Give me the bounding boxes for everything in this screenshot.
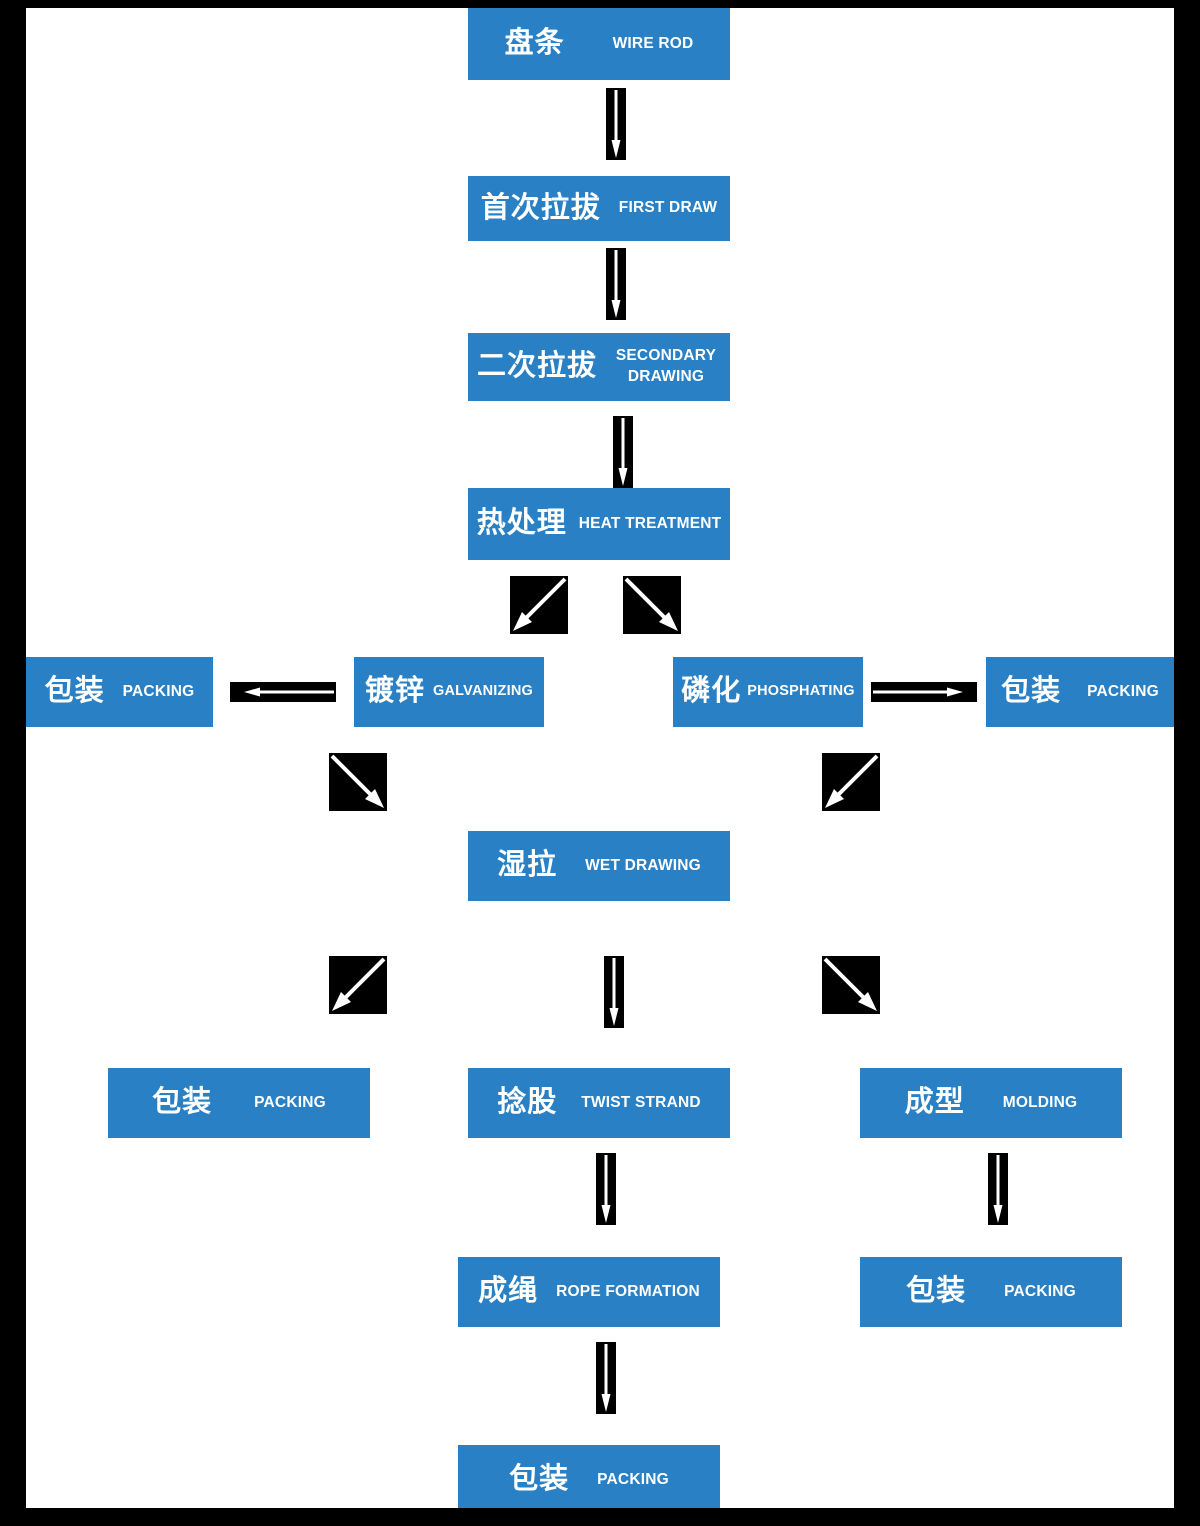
node-packing-right-2[interactable]: 包装 PACKING — [860, 1257, 1122, 1327]
node-packing-left-2-cn: 包装 — [152, 1086, 213, 1119]
node-secondary-draw-cn: 二次拉拔 — [476, 350, 597, 383]
arrow-heat-treatment-to-phosphating — [623, 576, 681, 634]
node-heat-treatment-cn: 热处理 — [476, 507, 567, 540]
node-molding-cn: 成型 — [904, 1086, 965, 1119]
node-first-draw-en: FIRST DRAW — [618, 199, 718, 217]
node-packing-right-1[interactable]: 包装 PACKING — [986, 657, 1174, 727]
arrow-wet-drawing-to-packing — [329, 956, 387, 1014]
node-packing-right-1-cn: 包装 — [1001, 675, 1062, 708]
node-packing-right-1-en: PACKING — [1087, 682, 1159, 700]
node-galvanizing-en: GALVANIZING — [433, 683, 533, 700]
arrow-phosphating-to-wet-drawing — [822, 753, 880, 811]
node-packing-right-2-cn: 包装 — [906, 1275, 967, 1308]
node-twist-strand-en: TWIST STRAND — [581, 1093, 701, 1111]
node-heat-treatment-en: HEAT TREATMENT — [578, 514, 722, 532]
node-first-draw-cn: 首次拉拔 — [480, 191, 601, 224]
node-twist-strand[interactable]: 捻股 TWIST STRAND — [468, 1068, 730, 1138]
node-packing-bottom[interactable]: 包装 PACKING — [458, 1445, 720, 1508]
node-molding[interactable]: 成型 MOLDING — [860, 1068, 1122, 1138]
node-secondary-draw-en: SECONDARY DRAWING — [615, 347, 717, 385]
node-packing-left-2[interactable]: 包装 PACKING — [108, 1068, 370, 1138]
arrow-phosphating-to-packing — [871, 682, 977, 702]
node-packing-left-1[interactable]: 包装 PACKING — [26, 657, 213, 727]
arrow-wet-drawing-to-molding — [822, 956, 880, 1014]
node-secondary-draw[interactable]: 二次拉拔 SECONDARY DRAWING — [468, 333, 730, 401]
node-rope-formation-cn: 成绳 — [478, 1275, 539, 1308]
arrow-heat-treatment-to-galvanizing — [510, 576, 568, 634]
node-packing-bottom-cn: 包装 — [509, 1463, 570, 1496]
node-packing-left-1-cn: 包装 — [44, 675, 105, 708]
node-galvanizing[interactable]: 镀锌 GALVANIZING — [354, 657, 544, 727]
node-twist-strand-cn: 捻股 — [497, 1086, 558, 1119]
arrow-twist-strand-to-rope-formation — [596, 1153, 616, 1225]
arrow-galvanizing-to-wet-drawing — [329, 753, 387, 811]
arrow-wire-rod-to-first-draw — [606, 88, 626, 160]
node-phosphating-en: PHOSPHATING — [747, 683, 855, 700]
node-wire-rod-cn: 盘条 — [504, 27, 565, 60]
node-rope-formation-en: ROPE FORMATION — [556, 1282, 700, 1300]
diagram-page: 盘条 WIRE ROD 首次拉拔 FIRST DRAW 二次拉拔 SECONDA… — [26, 8, 1174, 1508]
node-rope-formation[interactable]: 成绳 ROPE FORMATION — [458, 1257, 720, 1327]
node-molding-en: MOLDING — [1002, 1093, 1078, 1111]
node-wet-drawing[interactable]: 湿拉 WET DRAWING — [468, 831, 730, 901]
node-heat-treatment[interactable]: 热处理 HEAT TREATMENT — [468, 488, 730, 560]
node-first-draw[interactable]: 首次拉拔 FIRST DRAW — [468, 176, 730, 241]
arrow-molding-to-packing — [988, 1153, 1008, 1225]
node-phosphating-cn: 磷化 — [681, 675, 742, 708]
node-wire-rod[interactable]: 盘条 WIRE ROD — [468, 8, 730, 80]
arrow-rope-formation-to-packing — [596, 1342, 616, 1414]
node-galvanizing-cn: 镀锌 — [365, 675, 426, 708]
arrow-first-draw-to-secondary-draw — [606, 248, 626, 320]
arrow-wet-drawing-to-twist-strand — [604, 956, 624, 1028]
node-wet-drawing-en: WET DRAWING — [585, 856, 701, 874]
arrow-galvanizing-to-packing — [230, 682, 336, 702]
node-packing-left-1-en: PACKING — [122, 682, 195, 700]
node-wire-rod-en: WIRE ROD — [612, 34, 694, 52]
node-packing-bottom-en: PACKING — [597, 1470, 669, 1488]
arrow-secondary-draw-to-heat-treatment — [613, 416, 633, 488]
node-packing-left-2-en: PACKING — [254, 1093, 326, 1111]
node-packing-right-2-en: PACKING — [1004, 1282, 1076, 1300]
node-wet-drawing-cn: 湿拉 — [497, 849, 558, 882]
node-phosphating[interactable]: 磷化 PHOSPHATING — [673, 657, 863, 727]
